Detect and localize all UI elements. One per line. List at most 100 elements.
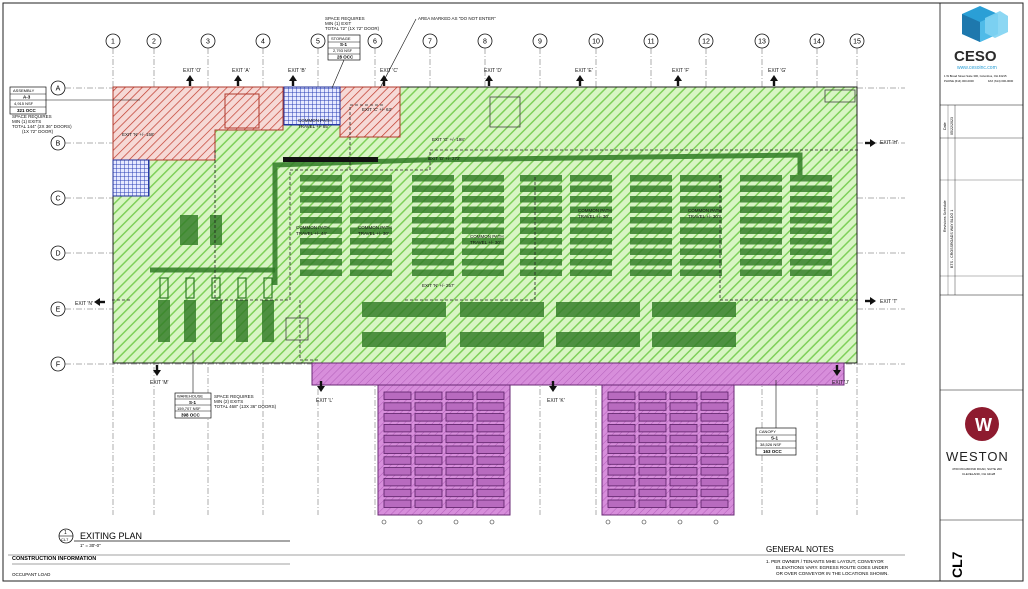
- svg-text:1. PER OWNER / TENANTS MHE: 1. PER OWNER / TENANTS MHE LAYOUT, CONVE…: [766, 559, 884, 564]
- rack-bay: [520, 175, 562, 182]
- grid-column-label: 2: [152, 39, 156, 46]
- dock-conveyor-feed: [159, 277, 169, 299]
- svg-text:OR OVER CONVEYOR IN THE LOCATI: OR OVER CONVEYOR IN THE LOCATIONS SHOWN.: [776, 571, 889, 576]
- rack-bay: [462, 248, 504, 255]
- truck-stall: [607, 477, 636, 487]
- grid-column-label: 10: [592, 39, 600, 46]
- rack-bay: [520, 206, 562, 213]
- truck-stall: [476, 456, 505, 465]
- grid-column-bubble: [200, 33, 216, 49]
- svg-text:MIN (1) EXITS: MIN (1) EXITS: [12, 119, 41, 124]
- dock-conveyor: [262, 300, 274, 342]
- storage-zone: [112, 86, 341, 197]
- plan-title: EXITING PLAN: [80, 531, 142, 541]
- rack-bay: [412, 248, 454, 255]
- truck-stall: [476, 402, 505, 411]
- rack-bay: [630, 196, 672, 203]
- rack-bay: [462, 175, 504, 182]
- exit-label-j: EXIT 'J': [832, 380, 849, 386]
- rack-bay: [412, 185, 454, 192]
- grid-column-label: 3: [206, 39, 210, 46]
- svg-text:CANOPY: CANOPY: [759, 429, 776, 434]
- grid-column-label: 5: [316, 39, 320, 46]
- common-path-5-travel: TRAVEL +/- 30': [578, 214, 609, 219]
- rack-bay: [630, 217, 672, 224]
- room-outline: [824, 89, 856, 103]
- svg-text:SPACE REQUIRES: SPACE REQUIRES: [214, 394, 254, 399]
- ceso-fax: FAX (614) 000-0000: [988, 79, 1014, 83]
- rack-bay: [790, 217, 832, 224]
- grid-column-bubble: [367, 33, 383, 49]
- left-space-note: SPACE REQUIRES MIN (1) EXITS TOTAL 144" …: [12, 114, 72, 134]
- conveyor-segment: [283, 157, 378, 162]
- sheet-border: [2, 2, 1024, 582]
- grid-row-label: F: [56, 362, 60, 369]
- common-path-3: COMMON PATH: [358, 225, 392, 230]
- truck-stall: [669, 488, 698, 498]
- rack-row: [362, 302, 446, 317]
- svg-text:4,915 NSF: 4,915 NSF: [14, 101, 34, 106]
- grid-row-bubble: [50, 301, 66, 317]
- exit-label-h: EXIT 'H': [880, 140, 898, 146]
- truck-stall: [638, 445, 667, 454]
- truck-stall: [607, 467, 636, 476]
- exit-arrow-stem: [382, 81, 386, 86]
- grid-column-label: 12: [702, 39, 710, 46]
- rack-bay: [790, 206, 832, 213]
- truck-stall: [476, 467, 505, 476]
- dock-conveyor: [236, 300, 248, 342]
- rack-bay: [520, 217, 562, 224]
- rack-bay: [350, 175, 392, 182]
- grid-column-label: 14: [813, 39, 821, 46]
- truck-stall: [383, 488, 412, 498]
- rack-bay: [680, 217, 722, 224]
- construction-heading: CONSTRUCTION INFORMATION: [12, 556, 96, 562]
- svg-text:S-1: S-1: [771, 436, 779, 441]
- rack-bay: [680, 269, 722, 276]
- truck-stall: [607, 499, 636, 508]
- truck-stall: [445, 434, 474, 444]
- rack-bay: [520, 227, 562, 234]
- rack-bay: [412, 206, 454, 213]
- svg-text:S-1: S-1: [189, 400, 197, 405]
- truck-stall: [476, 488, 505, 498]
- rack-bay: [412, 217, 454, 224]
- exit-label-n: EXIT 'N': [75, 301, 93, 307]
- revisions-label: Revisions Schedule: [943, 200, 947, 232]
- truck-stall: [607, 402, 636, 411]
- ceso-site: www.cesoinc.com: [957, 65, 997, 71]
- truck-stall: [383, 413, 412, 422]
- ceso-address: 1 W Broad Street Suite 300, Columbus, OH…: [944, 74, 1007, 78]
- rack-bay: [740, 185, 782, 192]
- rack-bay: [570, 185, 612, 192]
- rack-row: [362, 332, 446, 347]
- grid-row-label: D: [55, 251, 60, 258]
- rack-bay: [790, 185, 832, 192]
- truck-stall: [669, 477, 698, 487]
- svg-text:A-3: A-3: [23, 95, 31, 100]
- exit-arrow-right: [870, 139, 876, 147]
- rack-bay: [300, 238, 342, 245]
- rack-bay: [680, 227, 722, 234]
- exit-arrow-up: [576, 75, 584, 81]
- rack-bay: [680, 206, 722, 213]
- exit-labels: EXIT 'O' EXIT 'A' EXIT 'B' EXIT 'C' EXIT…: [75, 68, 898, 404]
- truck-stall: [445, 445, 474, 454]
- truck-stall: [607, 488, 636, 498]
- common-path-6-travel: TRAVEL +/- 30': [688, 214, 719, 219]
- exit-arrow-left: [94, 298, 100, 306]
- grid-column-label: 11: [647, 39, 654, 46]
- exit-arrow-up: [770, 75, 778, 81]
- rack-bay: [630, 227, 672, 234]
- room-outline: [285, 317, 309, 341]
- truck-stall: [638, 467, 667, 476]
- grid-column-bubble: [310, 33, 326, 49]
- truck-stall: [700, 499, 729, 508]
- warehouse-tag: WAREHOUSE S-1 159,707 NSF 398 OCC: [174, 350, 212, 419]
- rack-bay: [300, 175, 342, 182]
- truck-stall: [669, 391, 698, 400]
- grid-row-label: E: [56, 307, 61, 314]
- truck-stall: [414, 477, 443, 487]
- exit-arrow-up: [380, 75, 388, 81]
- grid-row-bubble: [50, 245, 66, 261]
